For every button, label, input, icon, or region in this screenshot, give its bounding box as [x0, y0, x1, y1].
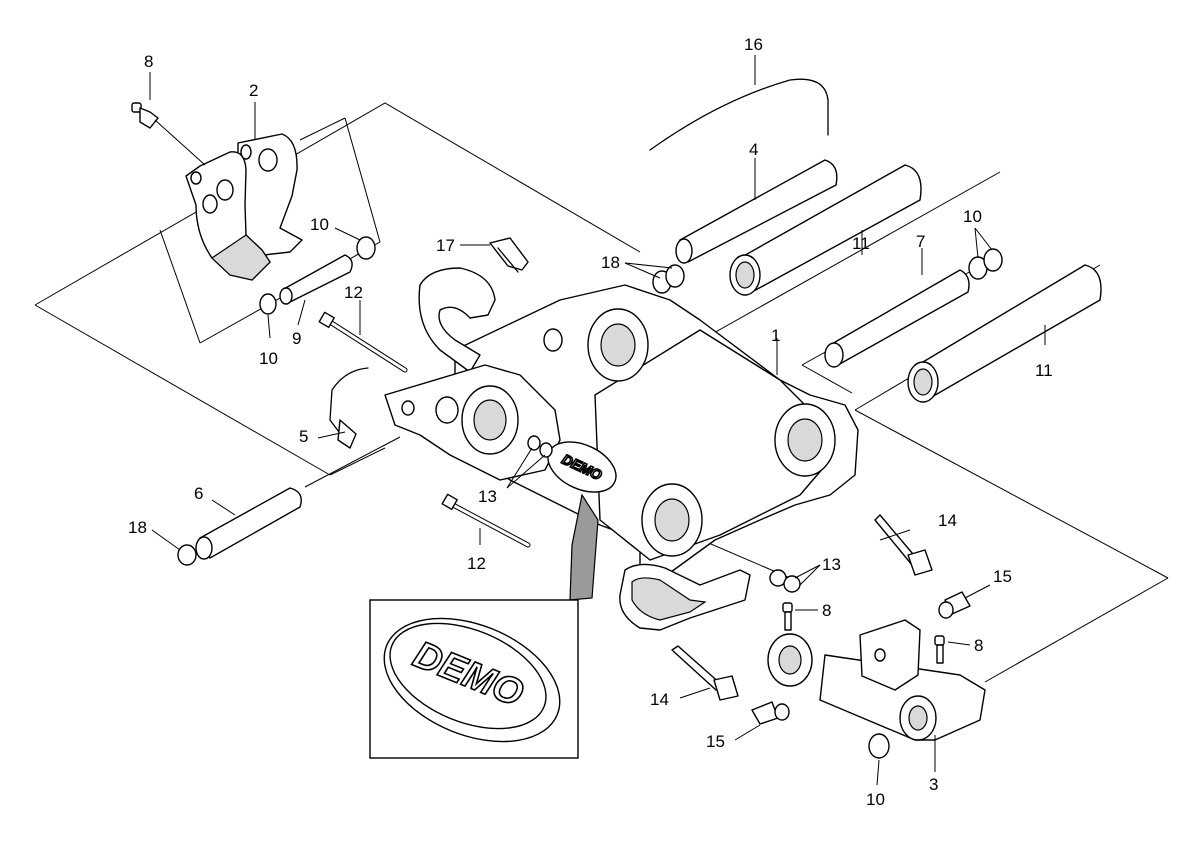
- logo-detail-inset: DEMO: [369, 599, 579, 759]
- callout-10-lower: 10: [259, 349, 278, 368]
- pin-6: [195, 487, 302, 560]
- callout-8-cylinder-left: 8: [822, 601, 831, 620]
- snap-rings-18-upper: [652, 264, 685, 294]
- elbow-fitting-15-upper: [938, 591, 971, 619]
- callout-10-bottom: 10: [866, 790, 885, 809]
- main-frame: DEMO: [384, 267, 859, 631]
- snap-ring-10-lower: [259, 293, 277, 315]
- snap-rings-10-right: [968, 248, 1003, 280]
- callout-15-upper: 15: [993, 567, 1012, 586]
- snap-ring-10-upper: [356, 236, 376, 260]
- callout-2: 2: [249, 81, 258, 100]
- hose-fitting-14-upper: [874, 514, 933, 576]
- pin-7: [824, 269, 970, 368]
- grease-nipple-cylinder-left: [782, 602, 793, 631]
- spring-pin-5: [329, 367, 369, 449]
- callout-11-lower: 11: [1035, 361, 1053, 380]
- callout-8-top-left: 8: [144, 52, 153, 71]
- callout-10-right: 10: [963, 207, 982, 226]
- snap-ring-10-bottom: [868, 733, 890, 759]
- callout-8-cylinder-right: 8: [974, 636, 983, 655]
- callout-1: 1: [771, 326, 780, 345]
- hook-plate-assembly: [185, 133, 303, 281]
- leader-lines: [149, 55, 1046, 786]
- callout-6: 6: [194, 484, 203, 503]
- callout-10-upper: 10: [310, 215, 329, 234]
- nuts-13-upper: [527, 435, 553, 458]
- callout-12-lower: 12: [467, 554, 486, 573]
- nuts-13-lower: [769, 569, 801, 593]
- callout-9: 9: [292, 329, 301, 348]
- bolt-12-upper: [318, 311, 408, 373]
- grease-nipple-cylinder-right: [934, 635, 945, 664]
- cable-16: [649, 78, 829, 151]
- pin-9: [279, 254, 353, 305]
- callout-11-upper: 11: [852, 234, 870, 253]
- callout-14-lower: 14: [650, 690, 669, 709]
- callout-18-upper: 18: [601, 253, 620, 272]
- callout-13-upper: 13: [478, 487, 497, 506]
- callout-14-upper: 14: [938, 511, 957, 530]
- callout-4: 4: [749, 140, 758, 159]
- callout-5: 5: [299, 427, 308, 446]
- pin-11-lower: [907, 264, 1102, 403]
- clip-17: [489, 237, 529, 273]
- snap-ring-18-left: [177, 544, 197, 566]
- pin-11-upper: [729, 164, 922, 296]
- callout-13-lower: 13: [822, 555, 841, 574]
- callout-16: 16: [744, 35, 763, 54]
- callout-15-lower: 15: [706, 732, 725, 751]
- callout-17: 17: [436, 236, 455, 255]
- callout-labels: 1 2 3 4 5 6 7 8 8 8 9 10 10 10 10 11 11 …: [128, 35, 1053, 809]
- callout-18-left: 18: [128, 518, 147, 537]
- pin-4: [675, 159, 838, 264]
- grease-nipple-top-left: [131, 102, 159, 129]
- bolt-12-lower: [441, 493, 531, 548]
- elbow-fitting-15-lower: [751, 701, 790, 725]
- callout-3: 3: [929, 775, 938, 794]
- callout-12-upper: 12: [344, 283, 363, 302]
- hydraulic-cylinder-3: [767, 619, 986, 741]
- callout-7: 7: [916, 232, 925, 251]
- hose-fitting-14-lower: [671, 645, 739, 701]
